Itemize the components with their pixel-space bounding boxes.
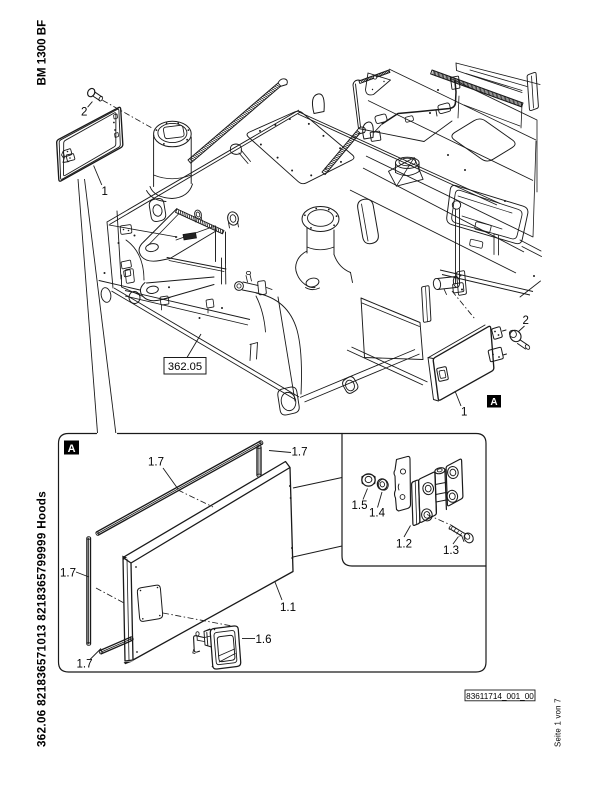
svg-text:1.3: 1.3 — [443, 545, 459, 557]
svg-text:1.7: 1.7 — [292, 447, 308, 459]
svg-text:BM 1300 BF: BM 1300 BF — [36, 20, 49, 86]
svg-text:362.05: 362.05 — [168, 361, 202, 373]
svg-text:1.1: 1.1 — [280, 602, 296, 614]
svg-text:1.5: 1.5 — [352, 500, 368, 512]
svg-text:1.7: 1.7 — [77, 659, 93, 671]
svg-text:1.7: 1.7 — [148, 457, 164, 469]
svg-text:A: A — [68, 443, 76, 455]
svg-text:Seite 1 von 7: Seite 1 von 7 — [554, 698, 563, 747]
svg-text:A: A — [490, 397, 497, 408]
svg-text:362.06 821836571013 8218365799: 362.06 821836571013 8218365799999 Hoods — [36, 491, 49, 747]
svg-text:2: 2 — [523, 315, 529, 327]
svg-text:83611714_001_00: 83611714_001_00 — [466, 692, 534, 701]
svg-text:1.6: 1.6 — [256, 634, 272, 646]
svg-text:1: 1 — [102, 186, 108, 198]
svg-text:1.7: 1.7 — [60, 568, 76, 580]
svg-text:2: 2 — [81, 107, 87, 119]
svg-text:1: 1 — [461, 407, 467, 419]
svg-text:1.2: 1.2 — [396, 539, 412, 551]
svg-text:1.4: 1.4 — [369, 508, 386, 520]
